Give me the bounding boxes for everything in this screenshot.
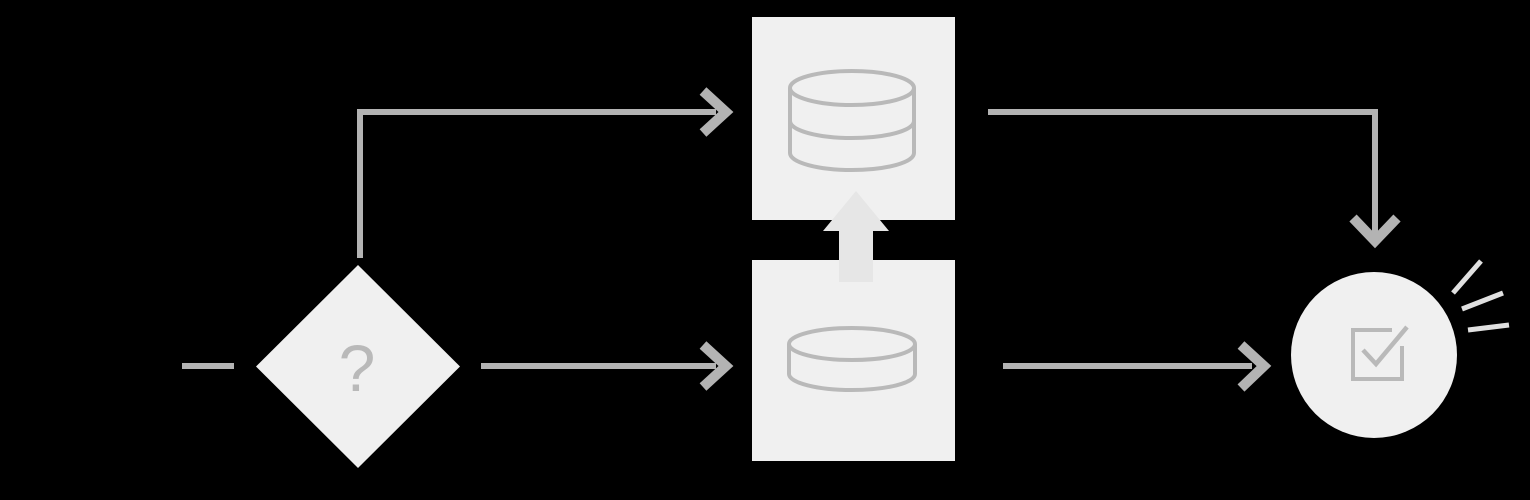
decision-diamond [256,265,460,468]
node-icons [787,69,1409,393]
disk-icon [787,326,917,393]
emphasis-rays-icon [1451,259,1510,333]
question-mark: ? [339,331,376,405]
checkbox-checked-icon [1351,325,1409,381]
up-block-arrow-icon [823,191,889,282]
done-circle [1291,272,1457,438]
connector-decision-to-datastore [357,109,716,258]
arrowhead-into-record-icon [699,341,734,391]
arrowhead-right-into-done-icon [1237,341,1272,392]
arrowhead-down-into-done-icon [1349,214,1401,249]
datastore-box [752,17,955,220]
database-icon [788,69,916,173]
nodes [256,17,1457,468]
arrowhead-into-datastore-icon [699,87,734,137]
connector-datastore-to-done [988,109,1378,238]
connectors [182,87,1401,392]
